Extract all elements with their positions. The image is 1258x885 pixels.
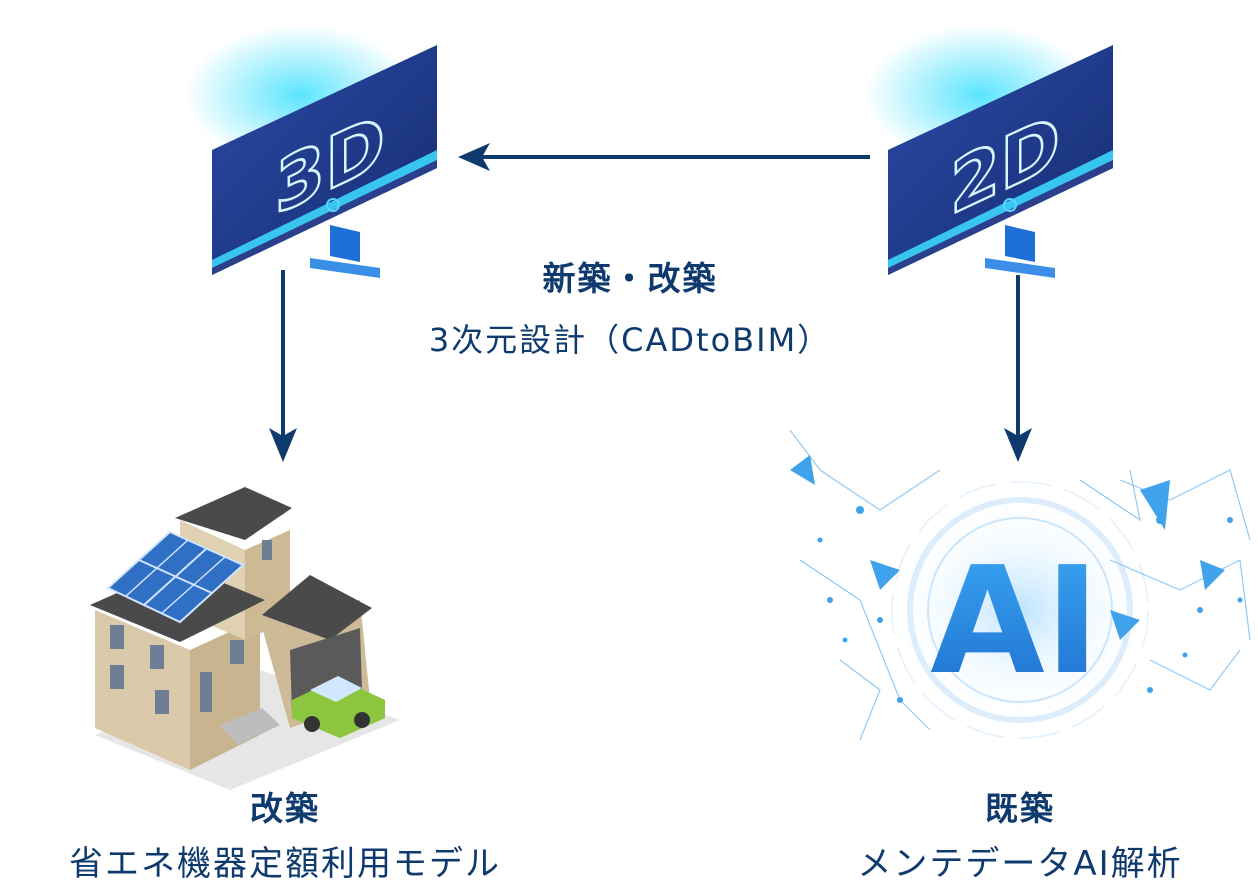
arrow-2d-down bbox=[1004, 275, 1032, 462]
left-bottom-subtitle: 省エネ機器定額利用モデル bbox=[69, 844, 501, 884]
center-subtitle: 3次元設計（CADtoBIM） bbox=[428, 321, 832, 359]
left-bottom-title: 改築 bbox=[250, 789, 320, 828]
center-title: 新築・改築 bbox=[542, 259, 718, 298]
monitor-3d: 3D bbox=[185, 25, 437, 278]
ai-illustration: AI bbox=[789, 429, 1251, 741]
arrow-3d-down bbox=[269, 270, 297, 462]
arrow-2d-to-3d bbox=[458, 143, 870, 171]
right-bottom-title: 既築 bbox=[985, 789, 1055, 828]
right-bottom-subtitle: メンテデータAI解析 bbox=[857, 844, 1183, 884]
house-illustration bbox=[90, 487, 400, 790]
ai-graphic-text: AI bbox=[930, 535, 1100, 707]
monitor-2d: 2D bbox=[865, 25, 1113, 278]
car-illustration bbox=[292, 676, 385, 738]
